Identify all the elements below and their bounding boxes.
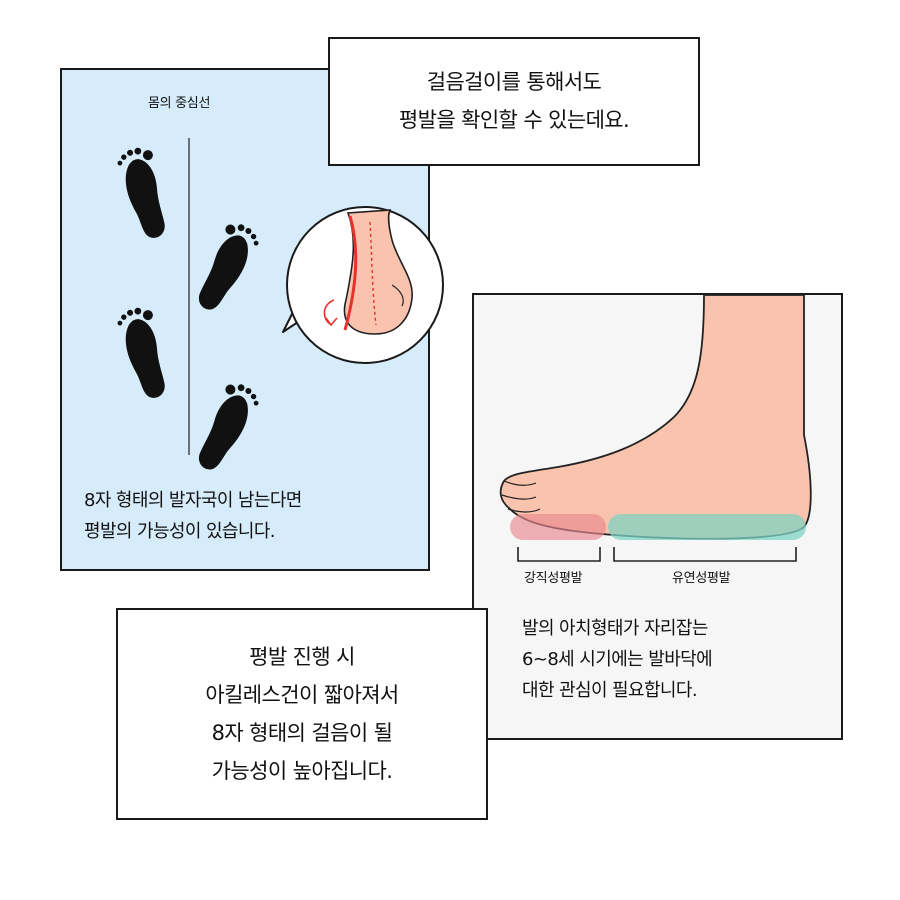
achilles-note-line: 가능성이 높아집니다.: [211, 759, 393, 783]
walk-note-box: 걸음걸이를 통해서도 평발을 확인할 수 있는데요.: [328, 37, 700, 166]
center-line-label: 몸의 중심선: [148, 96, 211, 111]
footprint-icon: [115, 304, 170, 403]
footprint-icon: [192, 378, 263, 478]
footprint-icon: [115, 144, 170, 243]
caption-line: 발의 아치형태가 자리잡는: [522, 618, 708, 639]
walk-note-line: 평발을 확인할 수 있는데요.: [398, 108, 630, 132]
footprint-icon: [192, 218, 263, 318]
foot-side-illustration: [499, 294, 812, 562]
flexible-flatfoot-label: 유연성평발: [672, 571, 731, 586]
caption-line: 평발의 가능성이 있습니다.: [84, 521, 276, 542]
achilles-note-box: 평발 진행 시 아킬레스건이 짧아져서 8자 형태의 걸음이 될 가능성이 높아…: [116, 608, 488, 820]
footprints-diagram: [115, 138, 263, 478]
achilles-note-line: 아킬레스건이 짧아져서: [205, 683, 399, 707]
achilles-note-line: 평발 진행 시: [249, 645, 355, 669]
achilles-note-line: 8자 형태의 걸음이 될: [211, 721, 393, 745]
rigid-flatfoot-label: 강직성평발: [524, 571, 583, 586]
foot-arch-panel: 강직성평발 유연성평발 발의 아치형태가 자리잡는 6~8세 시기에는 발바닥에…: [472, 293, 843, 740]
footprint-caption: 8자 형태의 발자국이 남는다면 평발의 가능성이 있습니다.: [84, 485, 302, 547]
walk-note-line: 걸음걸이를 통해서도: [426, 70, 602, 94]
caption-line: 6~8세 시기에는 발바닥에: [522, 649, 713, 670]
rigid-flatfoot-highlight: [510, 514, 606, 540]
foot-caption: 발의 아치형태가 자리잡는 6~8세 시기에는 발바닥에 대한 관심이 필요합니…: [522, 613, 713, 706]
flexible-flatfoot-highlight: [608, 514, 806, 540]
caption-line: 대한 관심이 필요합니다.: [522, 680, 698, 701]
caption-line: 8자 형태의 발자국이 남는다면: [84, 490, 302, 511]
